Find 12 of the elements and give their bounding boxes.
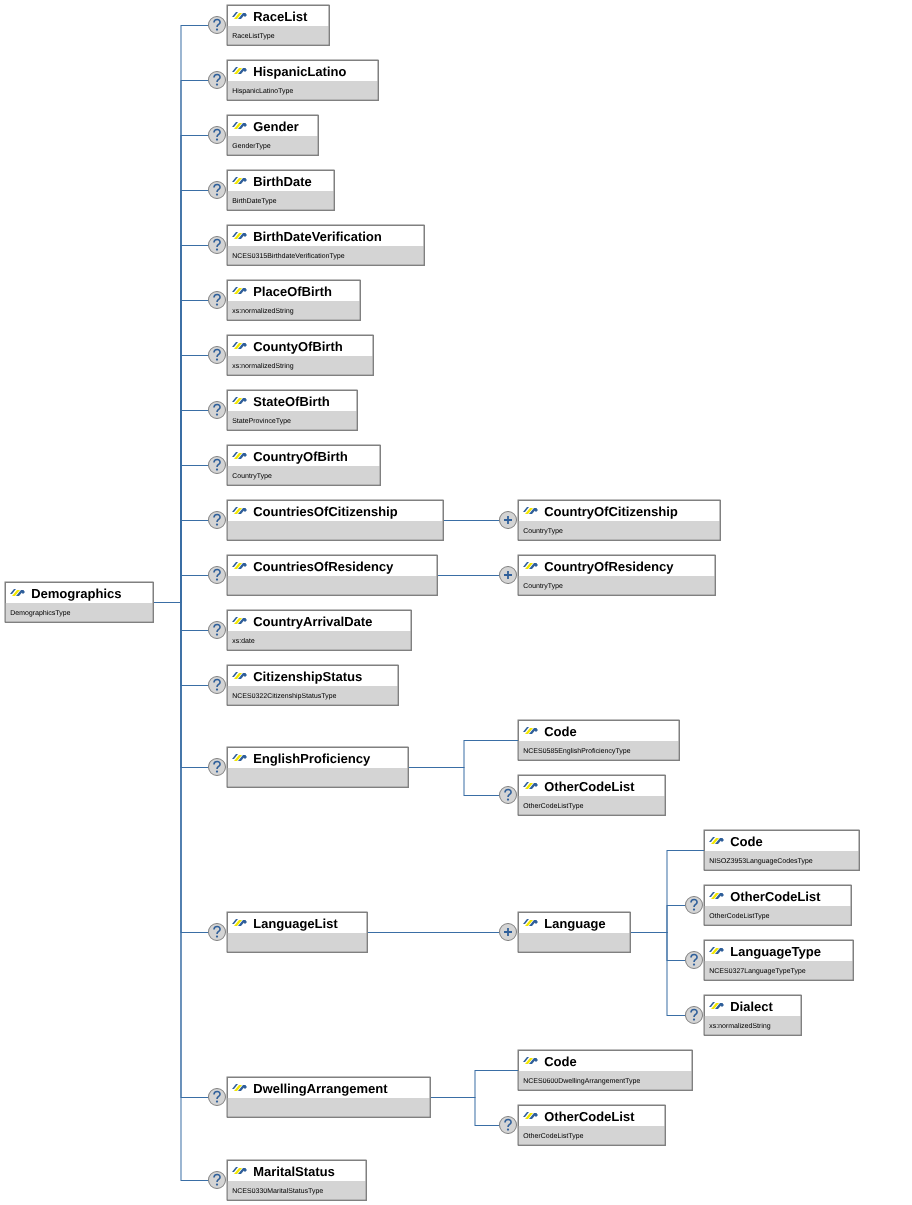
- connector-line: [430, 1097, 500, 1126]
- connector-line: [443, 520, 500, 521]
- connector-line: [630, 932, 686, 1016]
- element-box: CountriesOfResidency: [226, 554, 438, 596]
- element-box: CountriesOfCitizenship: [226, 499, 444, 541]
- element-box: LanguageList: [226, 911, 368, 953]
- connector-line: [408, 767, 500, 796]
- element-box: EnglishProficiency: [226, 746, 409, 788]
- connector-line: [367, 932, 500, 933]
- element-box: Language: [517, 911, 631, 953]
- element-box: DwellingArrangement: [226, 1076, 431, 1118]
- connector-line: [437, 575, 500, 576]
